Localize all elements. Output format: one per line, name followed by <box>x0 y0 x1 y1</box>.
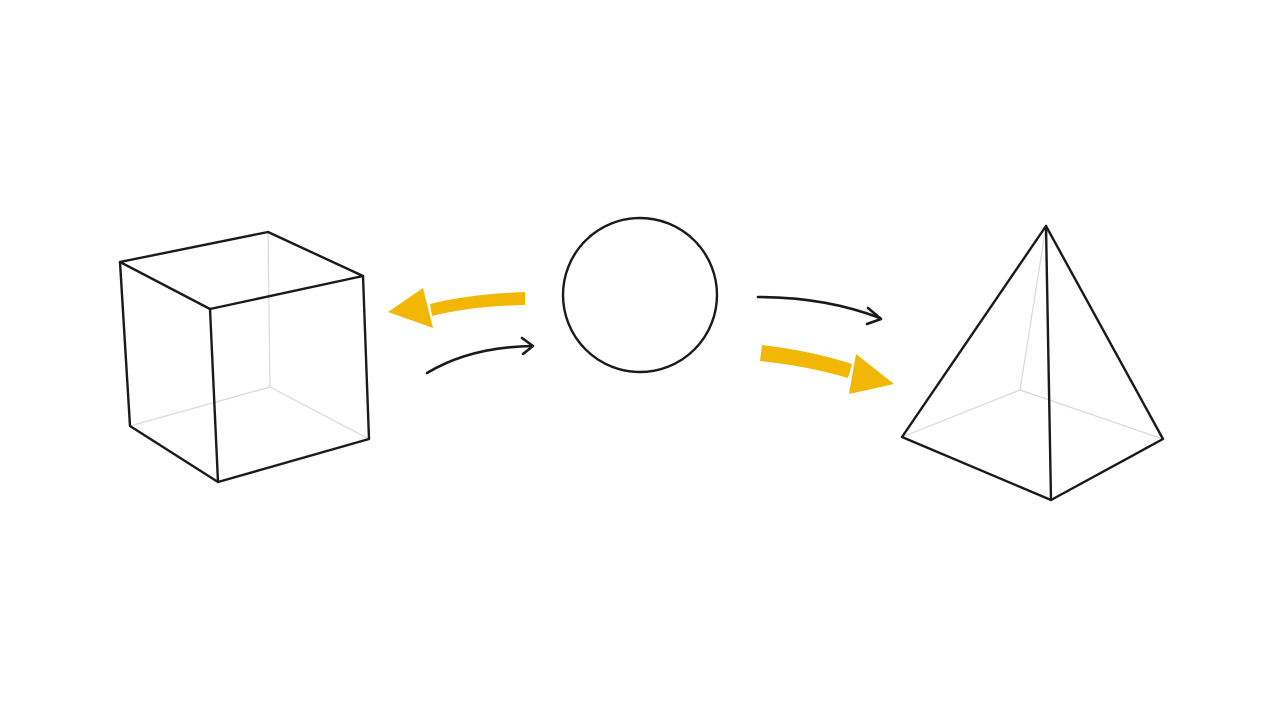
thin-arrow-body <box>425 344 534 375</box>
thin-arrow-circle-to-pyramid <box>756 295 883 326</box>
thick-arrow-head <box>388 288 433 328</box>
thin-arrow-head <box>520 336 535 356</box>
thick-arrow-body <box>760 345 852 378</box>
pyramid-hidden-edge-left <box>901 389 1021 438</box>
thick-arrow-circle-to-cube <box>388 288 525 328</box>
thick-arrow-circle-to-pyramid <box>760 345 894 394</box>
thick-arrow-head <box>849 354 894 394</box>
cube-hidden-edge-vertical <box>267 231 271 388</box>
cube-hidden-edge-left <box>129 386 271 427</box>
thin-arrow-body <box>756 295 882 320</box>
pyramid-outline <box>900 224 1165 502</box>
pyramid-hidden-edge-apex <box>1019 225 1047 391</box>
pyramid-front-edge <box>1044 224 1053 502</box>
cube-top-face <box>118 230 365 311</box>
thick-arrow-body <box>430 292 525 316</box>
pyramid-hidden-edge-right <box>1019 389 1164 440</box>
cube-shape <box>118 230 371 484</box>
cube-right-edges <box>216 274 371 484</box>
thin-arrow-cube-to-circle <box>425 336 535 375</box>
thin-arrow-head <box>865 306 883 326</box>
circle-shape <box>561 216 719 374</box>
cube-hidden-edge-right <box>269 386 370 440</box>
pyramid-shape <box>900 224 1165 502</box>
cube-left-edges <box>118 260 220 484</box>
